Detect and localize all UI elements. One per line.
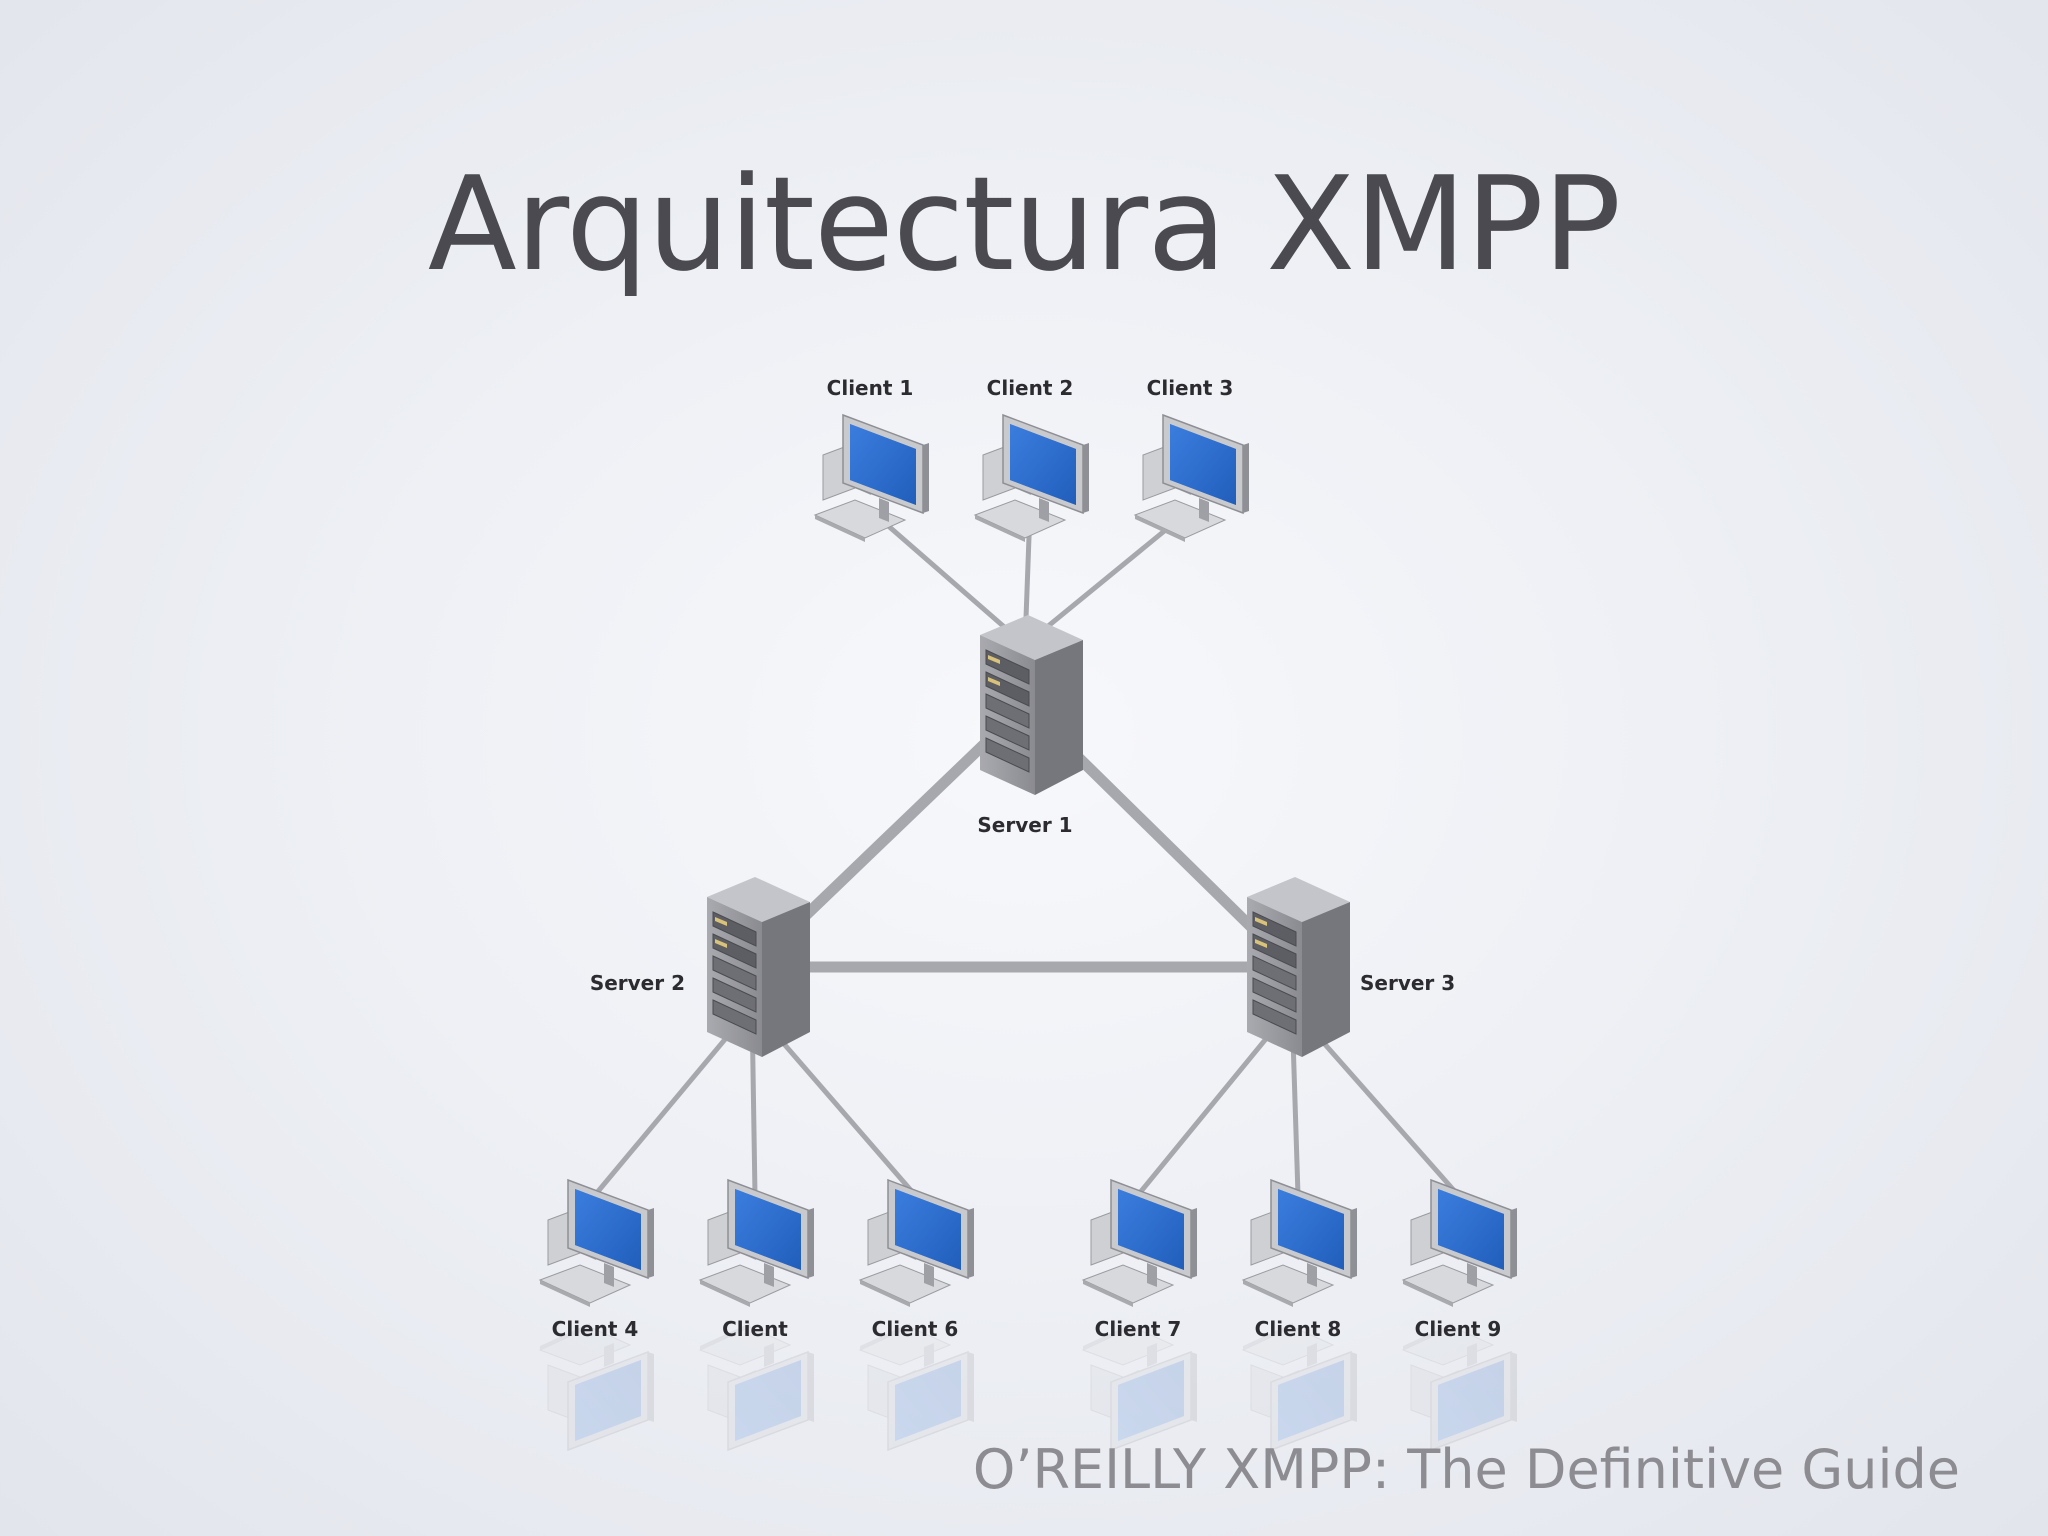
client4-label: Client 4 <box>552 1317 639 1341</box>
client3-label: Client 3 <box>1147 376 1234 400</box>
client1-computer-icon <box>813 413 929 542</box>
client9-label: Client 9 <box>1415 1317 1502 1341</box>
slide-title: Arquitectura XMPP <box>427 148 1621 300</box>
client8-computer-icon <box>1241 1178 1357 1307</box>
client6-refl-computer-icon <box>858 1323 974 1452</box>
client5-refl-computer-icon <box>698 1323 814 1452</box>
client1-label: Client 1 <box>827 376 914 400</box>
server2-label: Server 2 <box>590 971 685 995</box>
client7-reflection <box>1081 1323 1197 1452</box>
client6-computer-icon <box>858 1178 974 1307</box>
book-credit: O’REILLY XMPP: The Definitive Guide <box>972 1438 1960 1501</box>
server3-label: Server 3 <box>1360 971 1455 995</box>
client8-label: Client 8 <box>1255 1317 1342 1341</box>
client5-computer-icon <box>698 1178 814 1307</box>
client9-reflection <box>1401 1323 1517 1452</box>
client4-computer-icon <box>538 1178 654 1307</box>
client5-reflection <box>698 1323 814 1452</box>
client5-label: Client <box>722 1317 788 1341</box>
client9-computer-icon <box>1401 1178 1517 1307</box>
server3-icon <box>1247 877 1350 1057</box>
client7-label: Client 7 <box>1095 1317 1182 1341</box>
client4-reflection <box>538 1323 654 1452</box>
client8-reflection <box>1241 1323 1357 1452</box>
client9-refl-computer-icon <box>1401 1323 1517 1452</box>
client6-label: Client 6 <box>872 1317 959 1341</box>
client-link-client3 <box>1022 507 1193 648</box>
client7-computer-icon <box>1081 1178 1197 1307</box>
server2-icon <box>707 877 810 1057</box>
server1-icon <box>980 615 1083 795</box>
client7-refl-computer-icon <box>1081 1323 1197 1452</box>
server1-label: Server 1 <box>977 813 1072 837</box>
client2-label: Client 2 <box>987 376 1074 400</box>
client8-refl-computer-icon <box>1241 1323 1357 1452</box>
client2-computer-icon <box>973 413 1089 542</box>
client4-refl-computer-icon <box>538 1323 654 1452</box>
client6-reflection <box>858 1323 974 1452</box>
client-link-client1 <box>867 507 1028 648</box>
client3-computer-icon <box>1133 413 1249 542</box>
